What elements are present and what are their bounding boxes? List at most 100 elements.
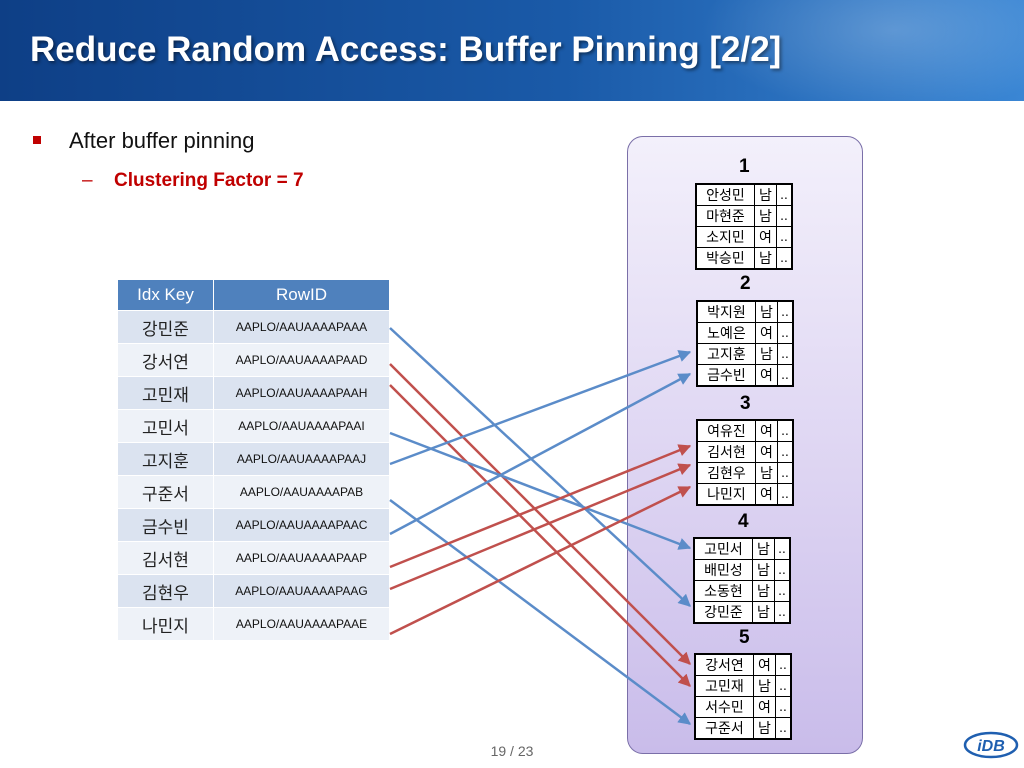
gender-cell: 여 [754,226,777,248]
idx-key-cell: 금수빈 [117,508,214,542]
ellipsis-cell: .. [775,696,792,718]
arrow-line [389,363,691,665]
gender-cell: 남 [752,601,775,624]
clustering-factor-text: Clustering Factor = 7 [114,170,304,191]
rowid-cell: AAPLO/AAUAAAAPAAP [213,541,390,575]
gender-cell: 여 [755,441,778,463]
name-cell: 강서연 [694,653,754,676]
arrow-line [389,463,692,591]
logo-text: iDB [977,738,1005,755]
idx-key-cell: 강서연 [117,343,214,377]
gender-cell: 남 [754,205,777,227]
name-cell: 구준서 [694,717,754,740]
gender-cell: 여 [755,364,778,387]
name-cell: 배민성 [693,559,753,581]
ellipsis-cell: .. [777,343,794,365]
gender-cell: 남 [754,183,777,206]
gender-cell: 남 [755,300,778,323]
idx-key-header: Idx Key [117,279,214,311]
name-cell: 강민준 [693,601,753,624]
slide-title: Reduce Random Access: Buffer Pinning [2/… [30,30,782,69]
arrow-line [389,372,692,536]
gender-cell: 남 [752,559,775,581]
ellipsis-cell: .. [775,675,792,697]
gender-cell: 남 [755,343,778,365]
name-cell: 소동현 [693,580,753,602]
idx-key-cell: 구준서 [117,475,214,509]
block-number: 4 [738,511,749,532]
idx-key-cell: 김현우 [117,574,214,608]
gender-cell: 여 [753,696,776,718]
block-number: 2 [740,273,751,294]
block-number: 5 [739,627,750,648]
ellipsis-cell: .. [777,364,794,387]
ellipsis-cell: .. [776,226,793,248]
gender-cell: 남 [752,580,775,602]
block-number: 1 [739,156,750,177]
rowid-cell: AAPLO/AAUAAAAPAAJ [213,442,390,476]
dash-bullet-icon: – [82,170,93,191]
name-cell: 나민지 [696,483,756,506]
rowid-cell: AAPLO/AAUAAAAPAAI [213,409,390,443]
block-number: 3 [740,393,751,414]
idx-key-cell: 김서현 [117,541,214,575]
ellipsis-cell: .. [776,247,793,270]
ellipsis-cell: .. [775,717,792,740]
name-cell: 김서현 [696,441,756,463]
rowid-cell: AAPLO/AAUAAAAPAAD [213,343,390,377]
idx-key-cell: 고민재 [117,376,214,410]
ellipsis-cell: .. [777,419,794,442]
name-cell: 소지민 [695,226,755,248]
square-bullet-icon [33,136,41,144]
idx-key-cell: 고민서 [117,409,214,443]
arrow-line [389,350,692,466]
name-cell: 김현우 [696,462,756,484]
rowid-cell: AAPLO/AAUAAAAPAAA [213,310,390,344]
ellipsis-cell: .. [774,601,791,624]
name-cell: 서수민 [694,696,754,718]
gender-cell: 남 [753,717,776,740]
idb-logo-icon: iDB [963,731,1019,759]
arrow-line [389,498,692,726]
name-cell: 고민서 [693,537,753,560]
rowid-cell: AAPLO/AAUAAAAPAAC [213,508,390,542]
arrow-line [389,444,692,569]
ellipsis-cell: .. [777,483,794,506]
gender-cell: 여 [755,483,778,506]
gender-cell: 남 [754,247,777,270]
name-cell: 마현준 [695,205,755,227]
arrow-line [389,327,691,607]
arrow-line [389,431,692,550]
idx-key-cell: 강민준 [117,310,214,344]
ellipsis-cell: .. [774,580,791,602]
